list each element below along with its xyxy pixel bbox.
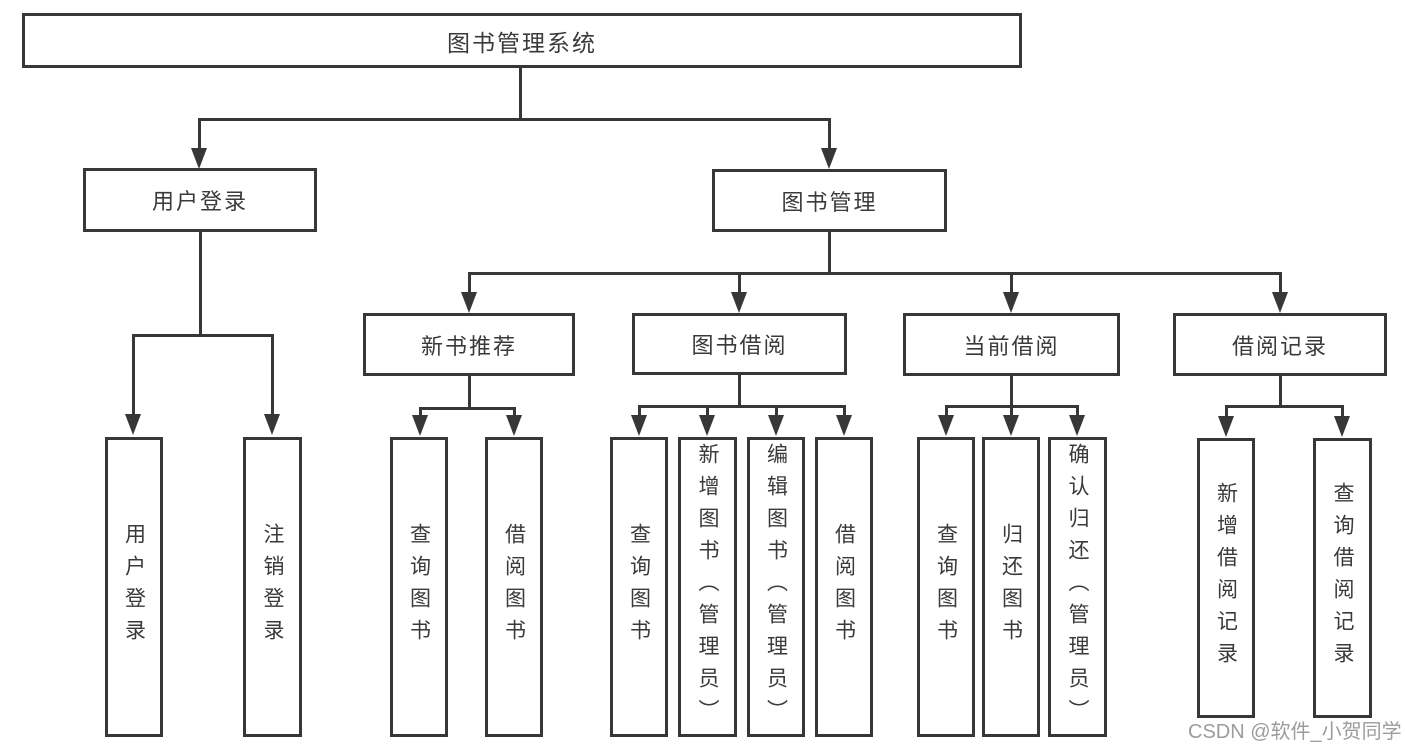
leaf-label: 注销登录	[261, 523, 284, 651]
arrowhead-down	[1069, 415, 1085, 436]
connector-drop	[1341, 405, 1344, 417]
arrowhead-down	[461, 292, 477, 313]
leaf-label: 查询图书	[407, 523, 431, 651]
connector-drop	[1225, 405, 1228, 417]
node-label: 当前借阅	[963, 333, 1060, 359]
arrowhead-down	[1003, 292, 1019, 313]
connector-drop	[468, 272, 471, 293]
connector-drop	[843, 405, 846, 416]
arrowhead-down	[125, 414, 141, 435]
leaf-query-borrow-record: 查询借阅记录	[1313, 438, 1372, 718]
arrowhead-down	[1218, 416, 1234, 437]
connector-drop	[132, 334, 135, 415]
node-current-borrowing: 当前借阅	[903, 313, 1120, 376]
leaf-label: 借阅图书	[832, 523, 856, 651]
leaf-label: 新增借阅记录	[1214, 482, 1238, 674]
arrowhead-down	[506, 415, 522, 436]
node-label: 新书推荐	[420, 333, 517, 359]
leaf-confirm-return-admin: 确认归还（管理员）	[1048, 437, 1107, 737]
node-label: 图书管理	[781, 189, 878, 215]
arrowhead-down	[768, 415, 784, 436]
connector-drop	[513, 407, 516, 416]
arrowhead-down	[1334, 416, 1350, 437]
node-user-login: 用户登录	[83, 168, 317, 232]
arrowhead-down	[191, 148, 207, 169]
leaf-query-books: 查询图书	[610, 437, 668, 737]
leaf-label: 新增图书（管理员）	[696, 443, 719, 731]
leaf-label: 查询图书	[627, 523, 651, 651]
leaf-query-books: 查询图书	[390, 437, 448, 737]
leaf-user-login: 用户登录	[105, 437, 163, 737]
connector-drop	[738, 272, 741, 293]
connector-drop	[198, 118, 201, 149]
connector-rail	[468, 272, 1281, 275]
leaf-add-borrow-record: 新增借阅记录	[1197, 438, 1255, 718]
connector-drop	[271, 334, 274, 415]
connector-drop	[1010, 405, 1013, 416]
connector-root-stem	[519, 68, 522, 118]
connector-drop	[775, 405, 778, 416]
connector-stem	[1010, 376, 1013, 405]
leaf-label: 查询图书	[934, 523, 958, 651]
arrowhead-down	[631, 415, 647, 436]
leaf-label: 确认归还（管理员）	[1066, 443, 1089, 731]
connector-drop	[638, 405, 641, 416]
arrowhead-down	[264, 414, 280, 435]
node-new-book-recommendation: 新书推荐	[363, 313, 575, 376]
connector-stem	[199, 232, 202, 334]
node-borrowing-records: 借阅记录	[1173, 313, 1387, 376]
connector-stem	[1279, 376, 1282, 405]
connector-drop	[828, 118, 831, 149]
leaf-query-books: 查询图书	[917, 437, 975, 737]
arrowhead-down	[731, 292, 747, 313]
node-book-management: 图书管理	[712, 169, 947, 232]
arrowhead-down	[1272, 292, 1288, 313]
csdn-watermark: CSDN @软件_小贺同学	[1188, 721, 1402, 743]
leaf-label: 借阅图书	[502, 523, 526, 651]
leaf-borrow-books: 借阅图书	[485, 437, 543, 737]
leaf-label: 归还图书	[999, 523, 1023, 651]
connector-drop	[706, 405, 709, 416]
connector-rail	[638, 405, 846, 408]
arrowhead-down	[1003, 415, 1019, 436]
leaf-label: 编辑图书（管理员）	[764, 443, 788, 731]
node-book-borrowing: 图书借阅	[632, 313, 847, 375]
connector-drop	[419, 407, 422, 416]
node-label: 图书管理系统	[447, 29, 597, 56]
arrowhead-down	[699, 415, 715, 436]
connector-drop	[1076, 405, 1079, 416]
connector-drop	[945, 405, 948, 416]
arrowhead-down	[836, 415, 852, 436]
leaf-return-books: 归还图书	[982, 437, 1040, 737]
node-library-management-system: 图书管理系统	[22, 13, 1022, 68]
arrowhead-down	[938, 415, 954, 436]
node-label: 用户登录	[151, 189, 248, 214]
connector-rail	[133, 334, 273, 337]
node-label: 借阅记录	[1231, 333, 1328, 359]
leaf-label: 用户登录	[122, 523, 146, 651]
connector-rail	[1225, 405, 1343, 408]
connector-stem	[738, 375, 741, 405]
connector-root-rail	[198, 118, 831, 121]
leaf-logout: 注销登录	[243, 437, 302, 737]
leaf-borrow-books: 借阅图书	[815, 437, 873, 737]
leaf-add-books-admin: 新增图书（管理员）	[678, 437, 737, 737]
node-label: 图书借阅	[691, 333, 788, 358]
connector-rail	[419, 407, 516, 410]
connector-drop	[1010, 272, 1013, 293]
leaf-label: 查询借阅记录	[1331, 482, 1354, 674]
connector-stem	[828, 232, 831, 272]
connector-drop	[1279, 272, 1282, 293]
arrowhead-down	[412, 415, 428, 436]
leaf-edit-books-admin: 编辑图书（管理员）	[747, 437, 805, 737]
arrowhead-down	[821, 148, 837, 169]
connector-stem	[468, 376, 471, 407]
